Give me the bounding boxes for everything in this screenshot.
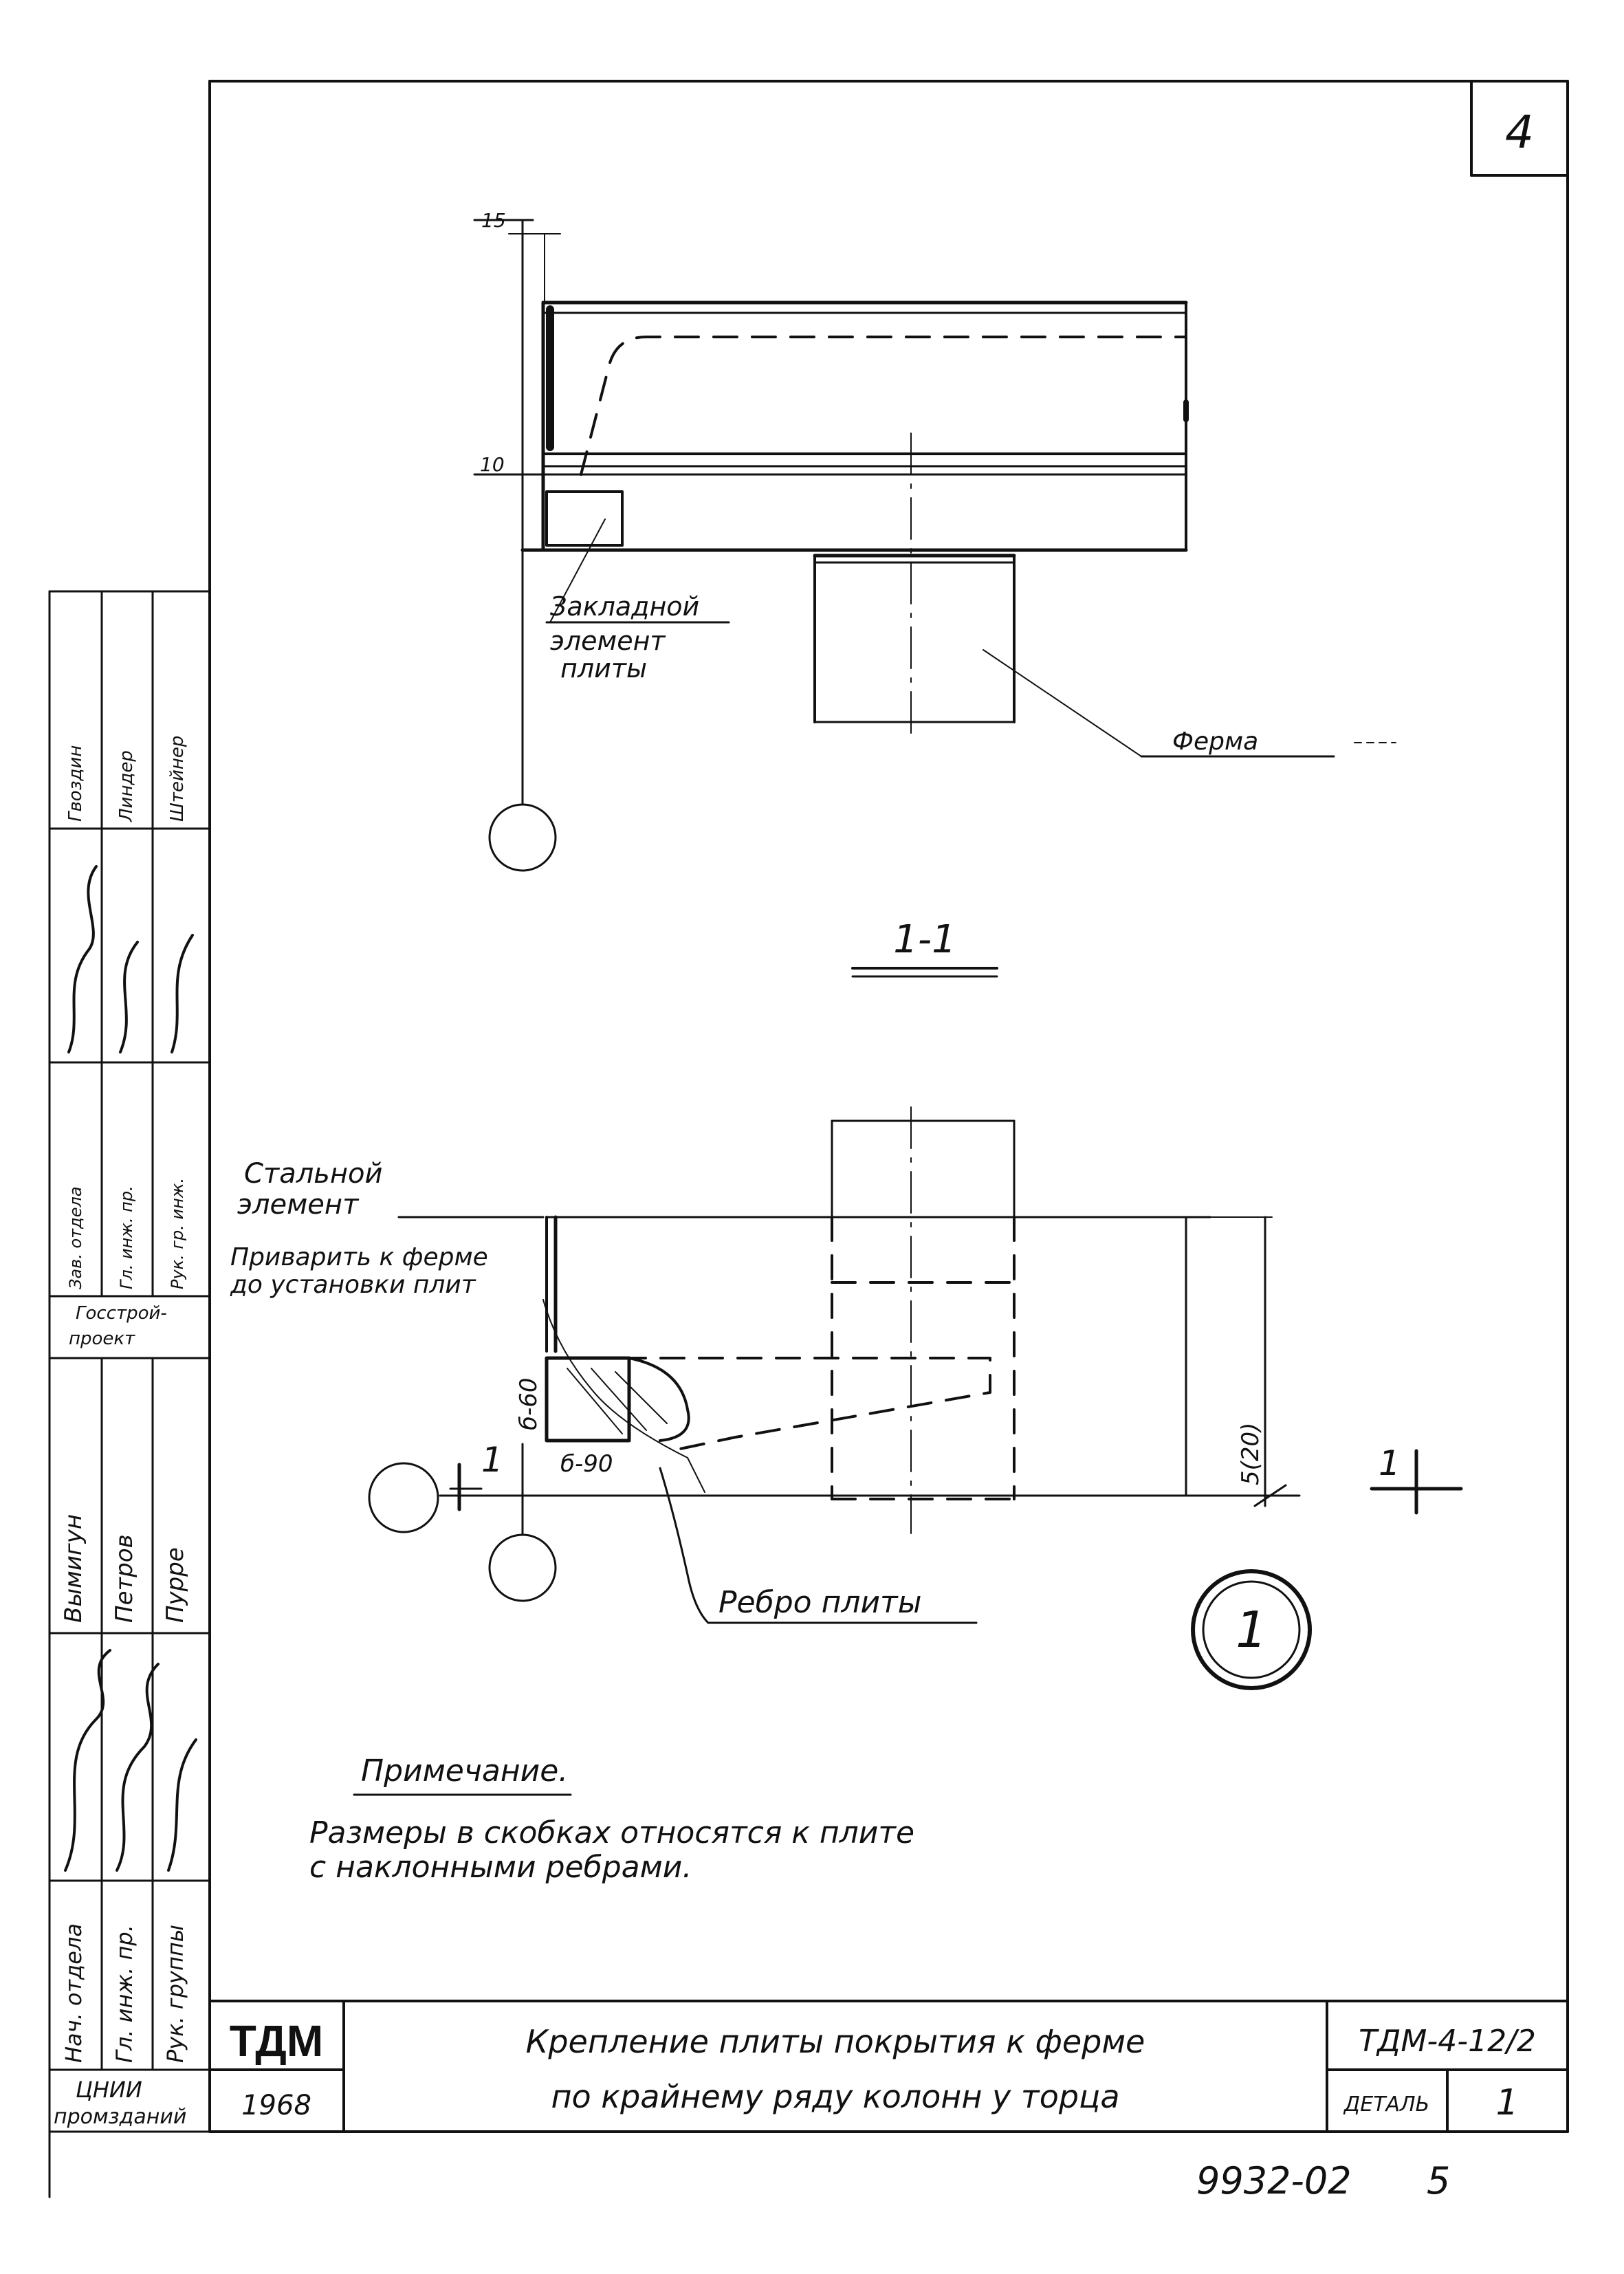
label-embedded-line3: плиты	[560, 653, 647, 684]
stamp-name2-2: Линдер	[116, 750, 137, 822]
detail-number: 1	[1236, 1601, 1267, 1659]
label-steel-line2: элемент	[237, 1189, 360, 1221]
stamp-institute-line2: промзданий	[54, 2105, 186, 2129]
title-year: 1968	[241, 2090, 311, 2121]
dim-6-60: б-60	[515, 1378, 542, 1431]
bottom-code: 9932-02	[1196, 2159, 1352, 2202]
stamp-name-3: Пурре	[162, 1547, 189, 1623]
stamp-role2-2: Гл. инж. пр.	[117, 1185, 136, 1289]
stamp-name-1: Вымигун	[60, 1514, 87, 1623]
stamp-role2-3: Рук. гр. инж.	[168, 1178, 187, 1289]
dim-5-20: 5(20)	[1237, 1423, 1264, 1485]
note-line1: Размеры в скобках относятся к плите	[309, 1815, 914, 1850]
stamp-role-1: Нач. отдела	[61, 1923, 87, 2063]
stamp-role2-1: Зав. отдела	[66, 1186, 85, 1289]
label-weld-line2: до установки плит	[230, 1271, 476, 1299]
label-steel-line1: Стальной	[244, 1158, 383, 1190]
dim-6-90: б-90	[560, 1450, 613, 1478]
note-title: Примечание.	[361, 1753, 568, 1789]
cut-mark-right: 1	[1379, 1443, 1401, 1483]
stamp-name2-1: Гвоздин	[65, 745, 86, 822]
stamp-institute-line1: ЦНИИ	[76, 2077, 142, 2103]
side-stamp	[48, 590, 211, 2133]
label-truss: Ферма	[1172, 728, 1258, 756]
bottom-view	[368, 1106, 1463, 1690]
stamp-name2-3: Штейнер	[167, 736, 188, 822]
label-embedded-line2: элемент	[550, 626, 666, 656]
title-line2: по крайнему ряду колонн у торца	[551, 2078, 1119, 2115]
section-label: 1-1	[893, 917, 956, 962]
sheet-frame	[48, 80, 1569, 2198]
top-view	[473, 219, 1396, 872]
label-rib: Ребро плиты	[718, 1585, 921, 1620]
title-block	[208, 2000, 1569, 2133]
title-detail-label: ДЕТАЛЬ	[1343, 2092, 1429, 2117]
sheet-number: 4	[1505, 106, 1534, 159]
cut-mark-left: 1	[481, 1440, 503, 1480]
dim-15: 15	[481, 209, 506, 232]
signature-marks	[64, 865, 197, 1872]
section-label-underline	[851, 967, 998, 978]
stamp-org2-line1: Госстрой-	[76, 1303, 167, 1324]
title-detail-value: 1	[1495, 2082, 1518, 2123]
stamp-name-2: Петров	[111, 1534, 138, 1623]
label-weld-line1: Приварить к ферме	[230, 1243, 488, 1271]
title-line1: Крепление плиты покрытия к ферме	[526, 2023, 1145, 2060]
note-line2: с наклонными ребрами.	[309, 1850, 692, 1885]
stamp-role-2: Гл. инж. пр.	[111, 1925, 138, 2063]
dim-10: 10	[480, 453, 505, 476]
stamp-role-3: Рук. группы	[162, 1925, 188, 2063]
bottom-page: 5	[1427, 2159, 1450, 2202]
label-embedded-line1: Закладной	[550, 591, 699, 622]
title-doc-code: ТДМ-4-12/2	[1359, 2024, 1536, 2059]
title-org: ТДМ	[230, 2016, 323, 2066]
stamp-org2-line2: проект	[69, 1329, 135, 1349]
